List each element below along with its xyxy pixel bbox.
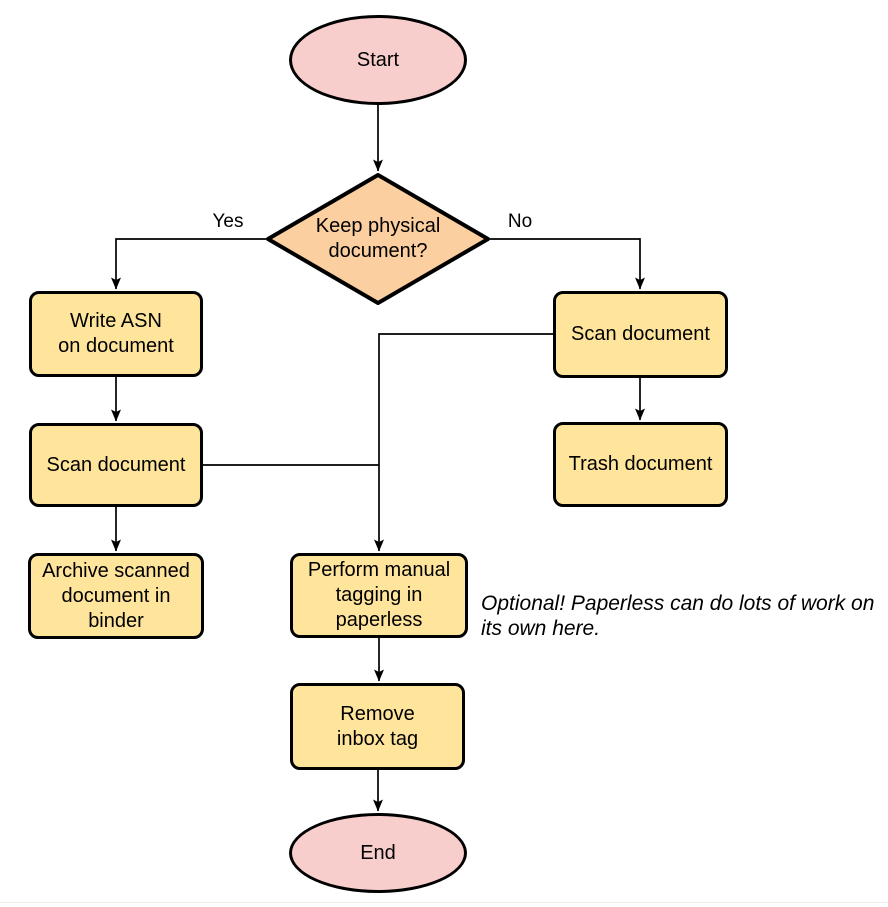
node-start-label: Start xyxy=(356,48,400,71)
bottom-page-rule xyxy=(0,902,888,903)
node-scan-document-left-label: Scan document xyxy=(46,453,186,476)
node-end-label: End xyxy=(360,841,396,864)
edge-decision-no-to-scan-right xyxy=(490,238,645,290)
node-decision-label: Keep physical document? xyxy=(315,215,441,262)
node-end: End xyxy=(289,813,467,893)
edge-label-yes: Yes xyxy=(212,211,244,232)
node-remove-inbox-tag-label: Remove inbox tag xyxy=(336,702,419,750)
decision-diamond-shape xyxy=(266,173,490,305)
edge-scan-right-to-tagging xyxy=(374,333,553,552)
node-manual-tagging-label: Perform manual tagging in paperless xyxy=(307,559,451,631)
edge-decision-yes-to-write-asn xyxy=(111,238,266,290)
node-manual-tagging: Perform manual tagging in paperless xyxy=(290,553,468,638)
node-scan-document-left: Scan document xyxy=(29,423,203,507)
annotation-optional-note: Optional! Paperless can do lots of work … xyxy=(481,592,875,640)
node-archive-in-binder: Archive scanned document in binder xyxy=(28,553,204,639)
node-scan-document-right: Scan document xyxy=(553,291,728,378)
node-write-asn: Write ASN on document xyxy=(29,291,203,377)
node-start: Start xyxy=(289,15,467,105)
node-trash-document-label: Trash document xyxy=(568,453,713,475)
node-trash-document: Trash document xyxy=(553,422,728,507)
node-write-asn-label: Write ASN on document xyxy=(58,310,174,357)
node-scan-document-right-label: Scan document xyxy=(571,323,710,345)
node-remove-inbox-tag: Remove inbox tag xyxy=(290,683,465,770)
node-archive-in-binder-label: Archive scanned document in binder xyxy=(42,559,190,632)
edge-label-no: No xyxy=(507,211,533,232)
